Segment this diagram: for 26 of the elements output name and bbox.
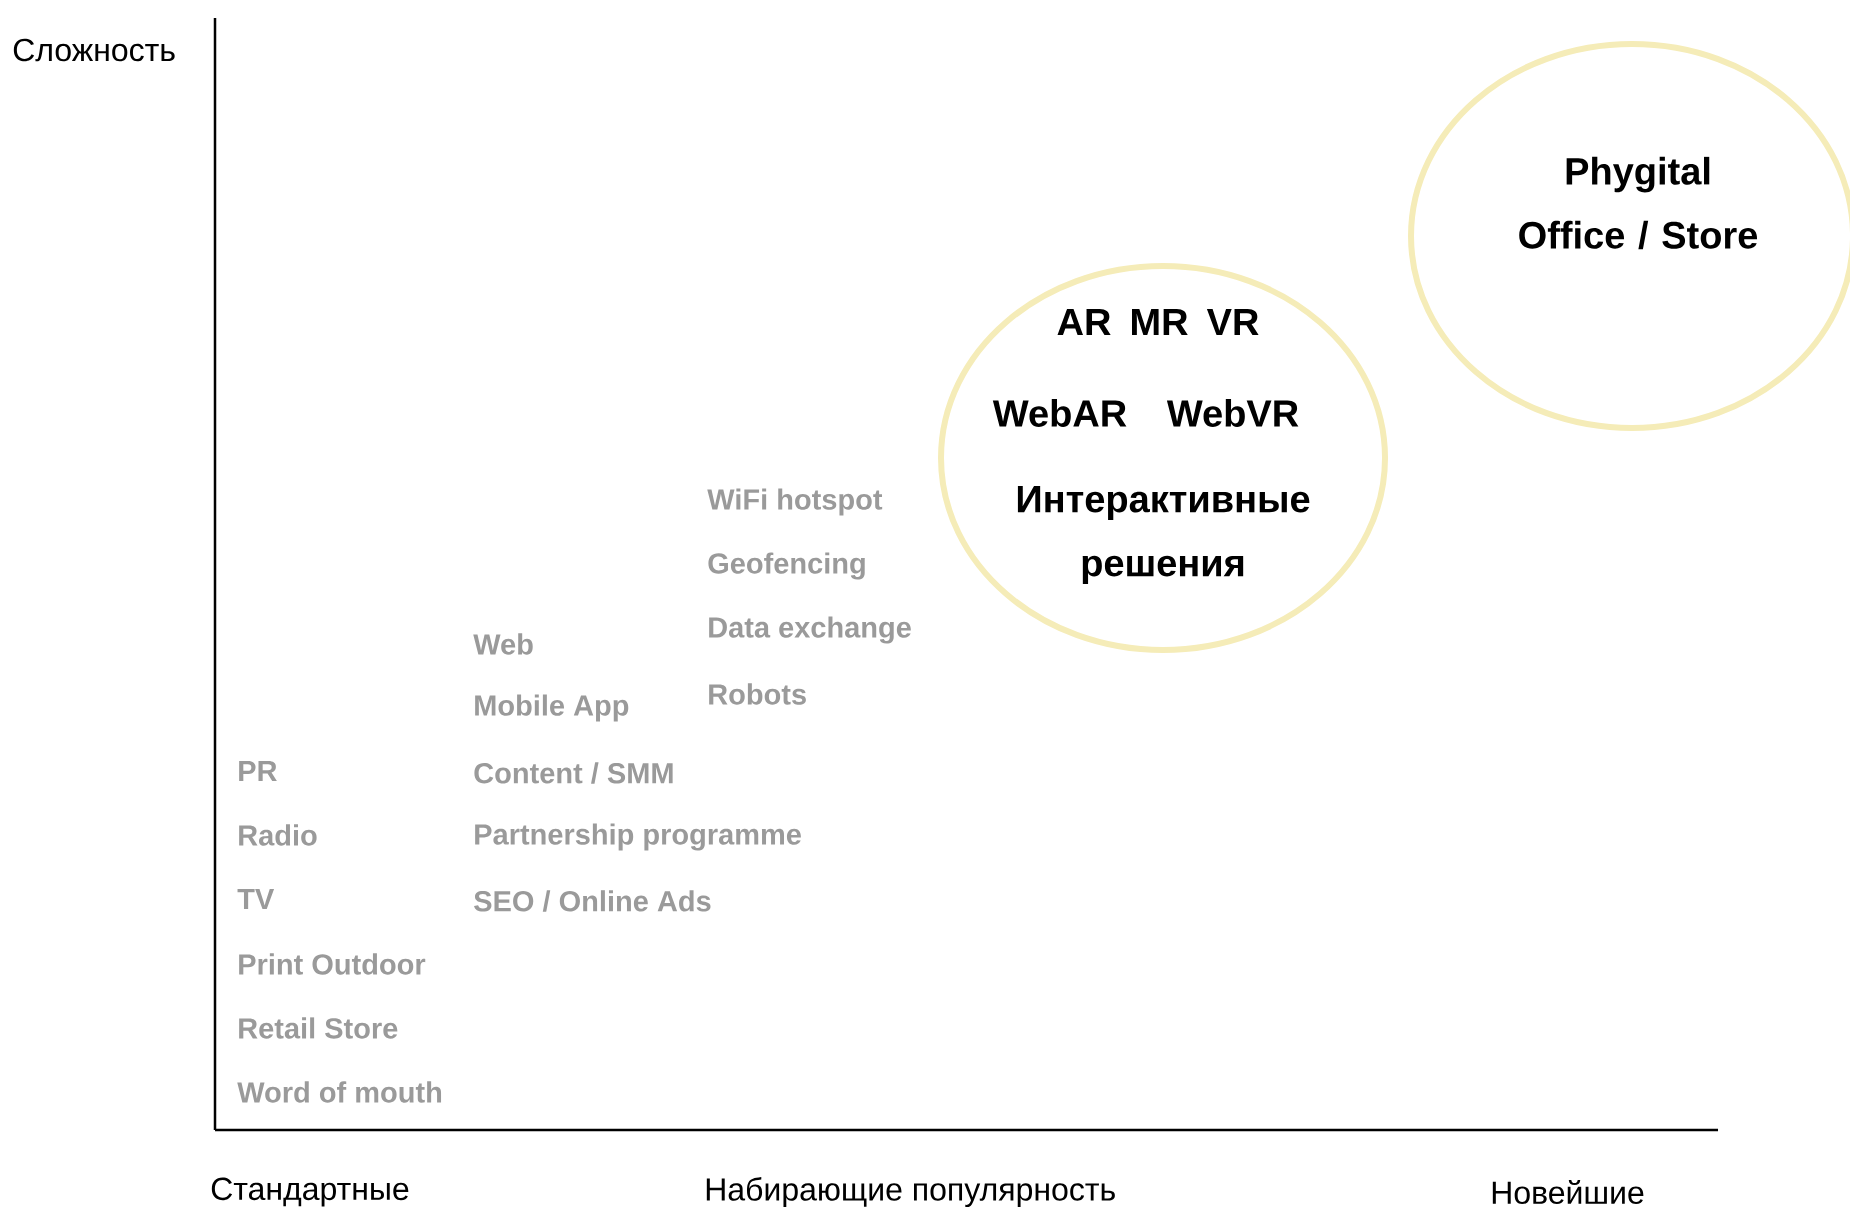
circle-label: Интерактивные решения (1017, 486, 1310, 585)
category-label: Robots (709, 683, 806, 705)
category-label: Print Outdoor (239, 953, 426, 975)
axis-label: Набирающие популярность (706, 1176, 1115, 1208)
circle-label: AR (1057, 308, 1111, 336)
axis-label: Новейшие (1492, 1180, 1644, 1205)
circle-label: Phygital Office / Store (1519, 156, 1758, 250)
category-label: Radio (239, 824, 317, 846)
category-label: Data exchange (709, 616, 911, 644)
category-label: Partnership programme (475, 823, 801, 851)
category-label: Word of mouth (237, 1081, 442, 1103)
circle-label: WebVR (1166, 399, 1299, 427)
axis-label: Стандартные (211, 1177, 409, 1207)
category-label: Geofencing (708, 552, 865, 580)
category-label: SEO / Online Ads (474, 890, 711, 912)
circle-label: WebAR (992, 399, 1127, 427)
axis-label: Сложность (13, 38, 175, 62)
category-label: Web (473, 633, 533, 655)
category-label: Mobile App (475, 694, 629, 722)
circle-label: MR (1132, 308, 1188, 336)
category-label: Retail Store (239, 1017, 398, 1039)
category-label: WiFi hotspot (707, 488, 883, 516)
category-label: Content / SMM (474, 762, 673, 784)
circle-label: VR (1206, 308, 1259, 336)
category-label: TV (237, 889, 275, 909)
category-label: PR (239, 761, 277, 781)
